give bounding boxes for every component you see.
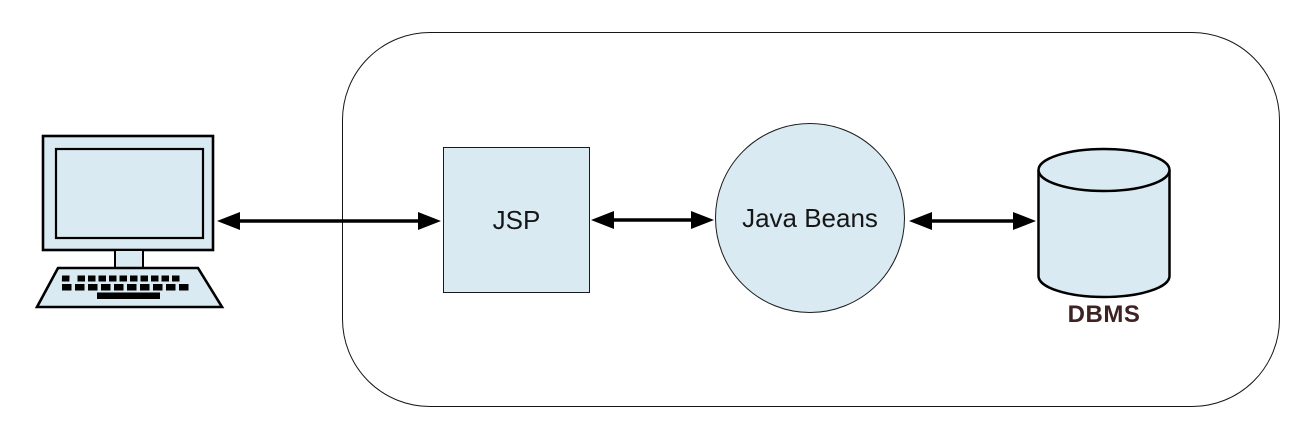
computer-icon <box>34 134 225 309</box>
node-java-beans: Java Beans <box>715 123 905 313</box>
database-cylinder-icon <box>1037 147 1171 299</box>
keyboard-keys-row2 <box>62 284 189 291</box>
cylinder-body <box>1037 170 1171 299</box>
monitor-screen <box>54 147 205 240</box>
keyboard-spacebar <box>97 292 160 299</box>
cylinder-top <box>1037 147 1171 193</box>
node-dbms-label: DBMS <box>1067 301 1141 328</box>
node-jsp-label: JSP <box>492 204 541 235</box>
node-java-beans-label: Java Beans <box>742 202 878 233</box>
keyboard-keys-row1 <box>61 275 180 282</box>
node-jsp: JSP <box>443 147 590 293</box>
